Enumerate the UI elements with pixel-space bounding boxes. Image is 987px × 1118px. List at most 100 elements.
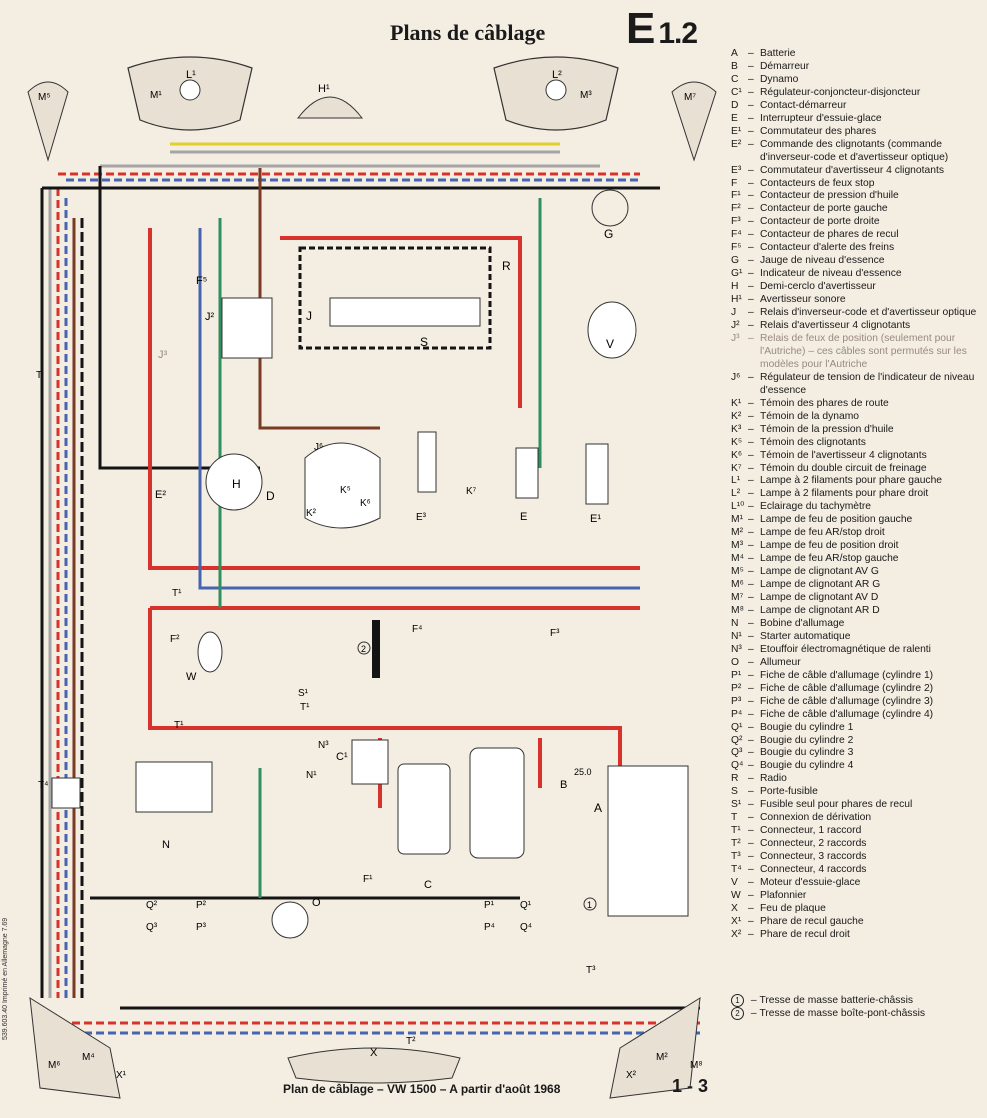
legend-dash: – bbox=[748, 423, 754, 435]
legend-code: S bbox=[731, 786, 738, 798]
legend-item: M³–Lampe de feu de position droit bbox=[731, 540, 981, 553]
legend-item: Q⁴–Bougie du cylindre 4 bbox=[731, 760, 981, 773]
page-number: 1 - 3 bbox=[672, 1076, 709, 1096]
ground-strap-desc: Tresse de masse boîte-pont-châssis bbox=[759, 1008, 926, 1019]
legend-dash: – bbox=[748, 216, 754, 228]
label-wire-25: 25.0 bbox=[574, 767, 592, 777]
legend-item: R–Radio bbox=[731, 773, 981, 786]
label-q1: Q¹ bbox=[520, 900, 532, 911]
legend-item: G–Jauge de niveau d'essence bbox=[731, 255, 981, 268]
legend-item: K⁷–Témoin du double circuit de freinage bbox=[731, 463, 981, 476]
legend-desc: Témoin des clignotants bbox=[760, 436, 866, 448]
label-g: G bbox=[604, 227, 613, 241]
legend-dash: – bbox=[748, 669, 754, 681]
legend-desc: Contacteurs de feux stop bbox=[760, 177, 875, 189]
legend-dash: – bbox=[748, 48, 754, 59]
footer-caption: Plan de câblage – VW 1500 – A partir d'a… bbox=[283, 1082, 561, 1096]
legend-dash: – bbox=[748, 682, 754, 694]
legend-item: N–Bobine d'allumage bbox=[731, 618, 981, 631]
legend-desc: Relais d'inverseur-code et d'avertisseur… bbox=[760, 307, 977, 319]
print-note: 539.603.40 Imprimé en Allemagne 7.69 bbox=[2, 917, 9, 1040]
ground-strap-desc: Tresse de masse batterie-châssis bbox=[759, 995, 914, 1006]
legend-desc: Lampe de clignotant AV G bbox=[760, 566, 879, 578]
legend-desc: Fusible seul pour phares de recul bbox=[760, 799, 913, 811]
legend-code: N¹ bbox=[731, 630, 742, 642]
label-t: T bbox=[36, 370, 42, 381]
legend-dash: – bbox=[748, 99, 754, 111]
label-x: X bbox=[370, 1047, 378, 1059]
legend-code: T³ bbox=[731, 851, 741, 863]
dynamo-c: C bbox=[397, 763, 451, 891]
legend-desc: Etouffoir électromagnétique de ralenti bbox=[760, 643, 931, 655]
legend-code: J² bbox=[731, 320, 740, 332]
legend-code: C¹ bbox=[731, 86, 742, 98]
legend-code: M⁶ bbox=[731, 579, 744, 591]
legend-item: C¹–Régulateur-conjoncteur-disjoncteur bbox=[731, 87, 981, 100]
legend-code: J³ bbox=[731, 332, 740, 344]
legend-dash: – bbox=[748, 540, 754, 552]
legend-code: F¹ bbox=[731, 190, 741, 202]
legend-item: E¹–Commutateur des phares bbox=[731, 126, 981, 139]
rear-light-right: M⁸ M² X² bbox=[609, 997, 703, 1099]
legend-desc: Batterie bbox=[760, 48, 796, 59]
wiring-diagram: L¹ L² H¹ M⁵ M⁷ M¹ M³ bbox=[27, 56, 717, 1099]
label-e2: E² bbox=[155, 489, 166, 501]
legend-code: G¹ bbox=[731, 268, 743, 280]
legend-desc: Connecteur, 4 raccords bbox=[760, 864, 867, 876]
label-t1c: T¹ bbox=[174, 720, 184, 731]
legend-desc: Contacteur de phares de recul bbox=[760, 229, 899, 241]
legend-code: G bbox=[731, 255, 740, 267]
legend-item: P¹–Fiche de câble d'allumage (cylindre 1… bbox=[731, 670, 981, 683]
label-j6: J⁶ bbox=[314, 442, 323, 453]
ignition-switch-d: H D bbox=[205, 453, 275, 511]
legend-dash: – bbox=[748, 242, 754, 254]
legend-desc: Bougie du cylindre 1 bbox=[760, 721, 854, 733]
label-j2: J² bbox=[205, 311, 215, 323]
legend-desc: Lampe à 2 filaments pour phare gauche bbox=[760, 475, 943, 487]
legend-desc: Témoin de la dynamo bbox=[760, 410, 860, 422]
legend-dash: – bbox=[748, 397, 754, 409]
legend-code: L² bbox=[731, 488, 741, 500]
legend-dash: – bbox=[748, 60, 754, 72]
legend-item: D–Contact-démarreur bbox=[731, 100, 981, 113]
legend-item: M²–Lampe de feu AR/stop droit bbox=[731, 527, 981, 540]
label-t3: T³ bbox=[586, 965, 596, 976]
legend-item: P²–Fiche de câble d'allumage (cylindre 2… bbox=[731, 683, 981, 696]
fuse-box-s: S bbox=[298, 246, 492, 350]
legend-desc: Lampe de clignotant AR D bbox=[760, 604, 880, 616]
wire-harness bbox=[40, 142, 700, 1035]
label-p1: P¹ bbox=[484, 900, 495, 911]
legend-code: Q² bbox=[731, 734, 743, 746]
distributor-o: O bbox=[271, 897, 321, 939]
label-b: B bbox=[560, 779, 567, 791]
legend-desc: Régulateur-conjoncteur-disjoncteur bbox=[760, 86, 921, 98]
label-r: R bbox=[502, 259, 511, 273]
legend-dash: – bbox=[748, 73, 754, 85]
legend-item: N³–Etouffoir électromagnétique de ralent… bbox=[731, 644, 981, 657]
legend-item: L¹⁰–Eclairage du tachymètre bbox=[731, 501, 981, 514]
legend-dash: – bbox=[748, 604, 754, 616]
label-o: O bbox=[312, 897, 321, 909]
legend-dash: – bbox=[748, 177, 754, 189]
legend-desc: Témoin du double circuit de freinage bbox=[760, 462, 927, 474]
legend-dash: – bbox=[748, 734, 754, 746]
legend-desc: Lampe de feu de position gauche bbox=[760, 514, 913, 526]
legend-code: K⁶ bbox=[731, 449, 743, 461]
legend-item: P⁴–Fiche de câble d'allumage (cylindre 4… bbox=[731, 709, 981, 722]
label-h1: H¹ bbox=[318, 83, 330, 95]
legend-item: K¹–Témoin des phares de route bbox=[731, 398, 981, 411]
legend-item: O–Allumeur bbox=[731, 657, 981, 670]
label-n3: N³ bbox=[318, 740, 329, 751]
legend-dash: – bbox=[748, 268, 754, 280]
legend-desc: Commutateur des phares bbox=[760, 125, 877, 137]
legend-code: F⁵ bbox=[731, 242, 742, 254]
legend-item: L²–Lampe à 2 filaments pour phare droit bbox=[731, 488, 981, 501]
label-w: W bbox=[186, 671, 197, 683]
legend-item: M⁶–Lampe de clignotant AR G bbox=[731, 579, 981, 592]
legend-desc: Lampe de clignotant AV D bbox=[760, 592, 879, 604]
legend-dash: – bbox=[748, 294, 754, 306]
legend-desc: Moteur d'essuie-glace bbox=[760, 877, 861, 888]
legend-code: F⁴ bbox=[731, 229, 742, 241]
legend-code: M⁴ bbox=[731, 553, 745, 565]
